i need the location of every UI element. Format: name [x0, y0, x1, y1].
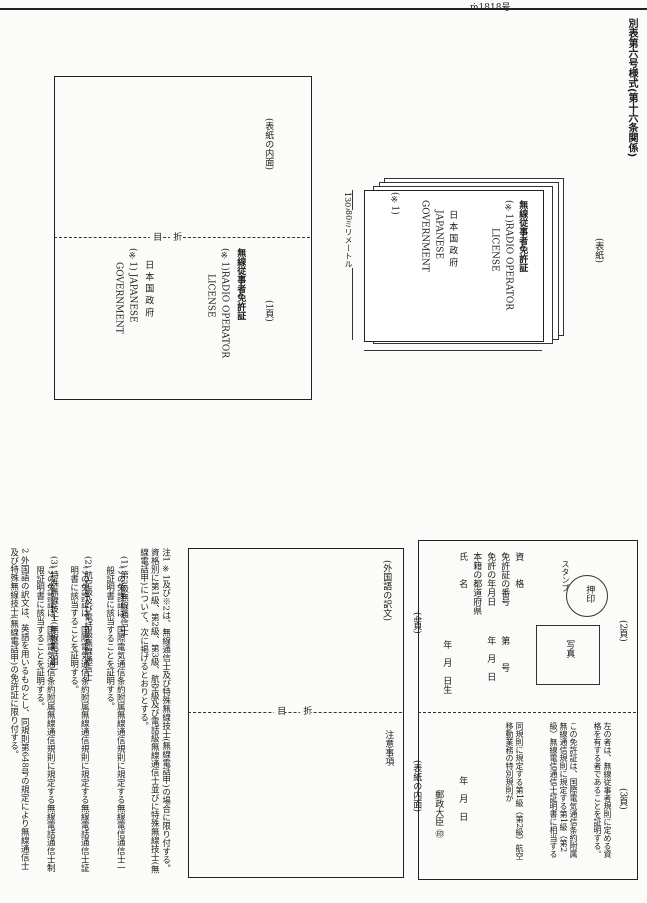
page1-license-en-2: LICENSE — [205, 274, 216, 318]
stamp-text: 押印 — [584, 585, 595, 603]
form-title: 別表第六号様式(第十六条関係) — [626, 18, 637, 158]
photo-text: 写真 — [564, 640, 575, 658]
page4-caption: (4頁) — [411, 612, 422, 634]
page3-date: 年 月 日 — [457, 776, 468, 821]
cover-license-en-1: (※1)RADIO OPERATOR — [503, 200, 514, 310]
page2-caption: (2頁) — [617, 620, 628, 642]
footnote-1: 注1 ※1及び※2は、無線通信士及び特殊無線技士(無線電話甲)の場合に限り付する… — [160, 548, 171, 873]
cover-license-en-2: LICENSE — [489, 228, 500, 272]
page1-issuer-jp: 日 本 国 政 府 — [143, 260, 154, 317]
field-license-date: 免許の年月日 — [485, 552, 496, 606]
page3-caption: (3頁) — [617, 788, 628, 810]
cover-license-jp: 無線従事者免許証 — [517, 200, 528, 272]
footnote-item-2a: この免許証は、国際電気通信条約附属無線通信規則に規定する無線電話通信士証明書に該… — [68, 566, 90, 872]
notes-title: 注意事項 — [383, 730, 394, 766]
page4-eye-text: 目 — [274, 706, 286, 715]
field-qualification: 資 格 — [513, 552, 524, 588]
page4-box — [188, 548, 404, 878]
footnote-item-3: (3) 特殊無線技士(無線電話甲) — [48, 556, 59, 671]
page2-3-box — [418, 540, 638, 880]
cover-issuer-en-1: JAPANESE — [433, 210, 444, 260]
footnote-item-1: (1) 第3級無線通信士 — [118, 556, 129, 636]
page4-notes-caption: (表紙の内面) — [411, 760, 422, 813]
page1-issuer-en-2: GOVERNMENT — [113, 262, 124, 334]
inner-cover-box — [54, 76, 312, 400]
page3-text-1: 左の者は、無線従事者規則に定める資格を有する者であることを証明する。 — [593, 722, 612, 858]
cover-issuer-en-2: GOVERNMENT — [419, 200, 430, 272]
page1-license-jp: 無線従事者免許証 — [235, 248, 246, 320]
footnote-1b: 資格別に第1級、第2級、第3級、航空級及び電話級無線通信士並びに特殊無線技士(無… — [138, 548, 160, 874]
birth-date-suffix: 年 月 日生 — [441, 640, 452, 694]
cover-issuer-jp: 日 本 国 政 府 — [447, 210, 458, 267]
seal-stamp — [566, 575, 608, 617]
footnote-item-1a: この免許証は、国際電気通信条約附属無線通信規則に規定する無線電信通信士一般証明書… — [104, 566, 126, 872]
page3-text-3: 同規則に規定する第1級（第2級）航空移動業務の特別規則が — [505, 722, 524, 861]
dimension-80-label: 80ミリメートル — [343, 210, 353, 269]
stamp-sub: スタンプ — [561, 560, 570, 592]
foreign-translation-caption: (外国語の訳文) — [381, 560, 392, 622]
dimension-line-80 — [364, 350, 542, 351]
top-rule — [0, 8, 647, 10]
front-cover-caption: (表紙) — [593, 238, 604, 264]
page1-issuer-en-1: (※1) JAPANESE — [127, 248, 138, 323]
field-name: 氏 名 — [457, 552, 468, 588]
inner-fold-text: 折 — [170, 232, 182, 241]
page-reference: ṁ1818号 — [470, 3, 511, 13]
page3-minister: 郵政大臣 ㊞ — [433, 790, 444, 838]
footnote-item-3a: この免許証は、国際電気通信条約附属無線通信規則に規定する無線電話通信士制限証明書… — [34, 566, 56, 872]
inner-cover-fold-line — [54, 237, 310, 238]
page1-caption: (1頁) — [263, 300, 274, 322]
front-cover-box — [364, 190, 544, 342]
field-license-number: 免許証の番号 — [499, 552, 510, 606]
footnote-2: 2 外国語の訳文は、英語を用いるものとし、同規則第648号の規定により無線通信士… — [8, 548, 30, 870]
footnote-item-2: (2) 航空級及び電話級無線通信士 — [82, 556, 93, 682]
page4-fold-line — [188, 712, 402, 713]
license-date-suffix: 年 月 日 — [485, 636, 496, 681]
inner-eye-text: 目 — [150, 232, 162, 241]
page1-license-en-1: (※1)RADIO OPERATOR — [219, 248, 230, 358]
license-number-suffix: 第 号 — [499, 636, 510, 672]
cover-issuer-prefix: (※1) — [389, 192, 400, 215]
inner-cover-caption: (表紙の内面) — [263, 118, 274, 171]
photo-box — [536, 625, 600, 685]
page2-3-fold-line — [418, 712, 636, 713]
field-domicile: 本籍の都道府県 — [471, 552, 482, 615]
page4-fold-text: 折 — [300, 706, 312, 715]
page3-text-2: この免許証は、国際電気通信条約附属無線通信規則に規定する第1級（第2級）無線電信… — [549, 722, 578, 858]
